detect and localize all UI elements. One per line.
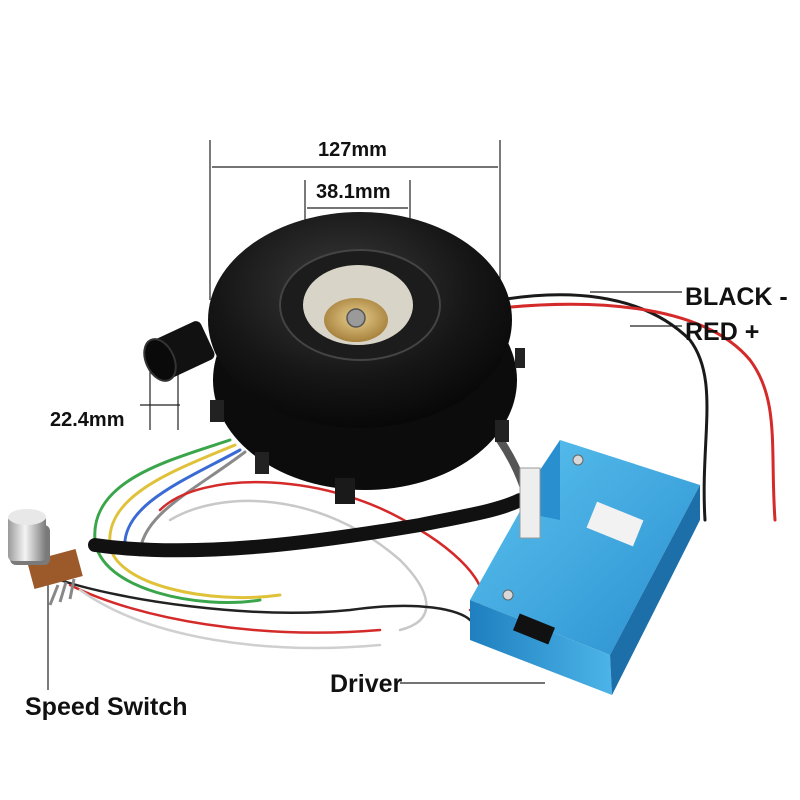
wire-bundle [58,293,777,650]
outlet-diameter-label: 22.4mm [50,409,125,431]
speed-switch-label: Speed Switch [25,693,188,721]
blower-motor [143,212,525,504]
speed-switch [8,509,83,606]
driver-box [470,440,700,695]
black-wire-label: BLACK - [685,283,788,311]
inlet-diameter-label: 38.1mm [316,181,391,203]
outer-diameter-label: 127mm [318,139,387,161]
driver-label: Driver [330,670,403,698]
red-wire-label: RED + [685,318,760,346]
